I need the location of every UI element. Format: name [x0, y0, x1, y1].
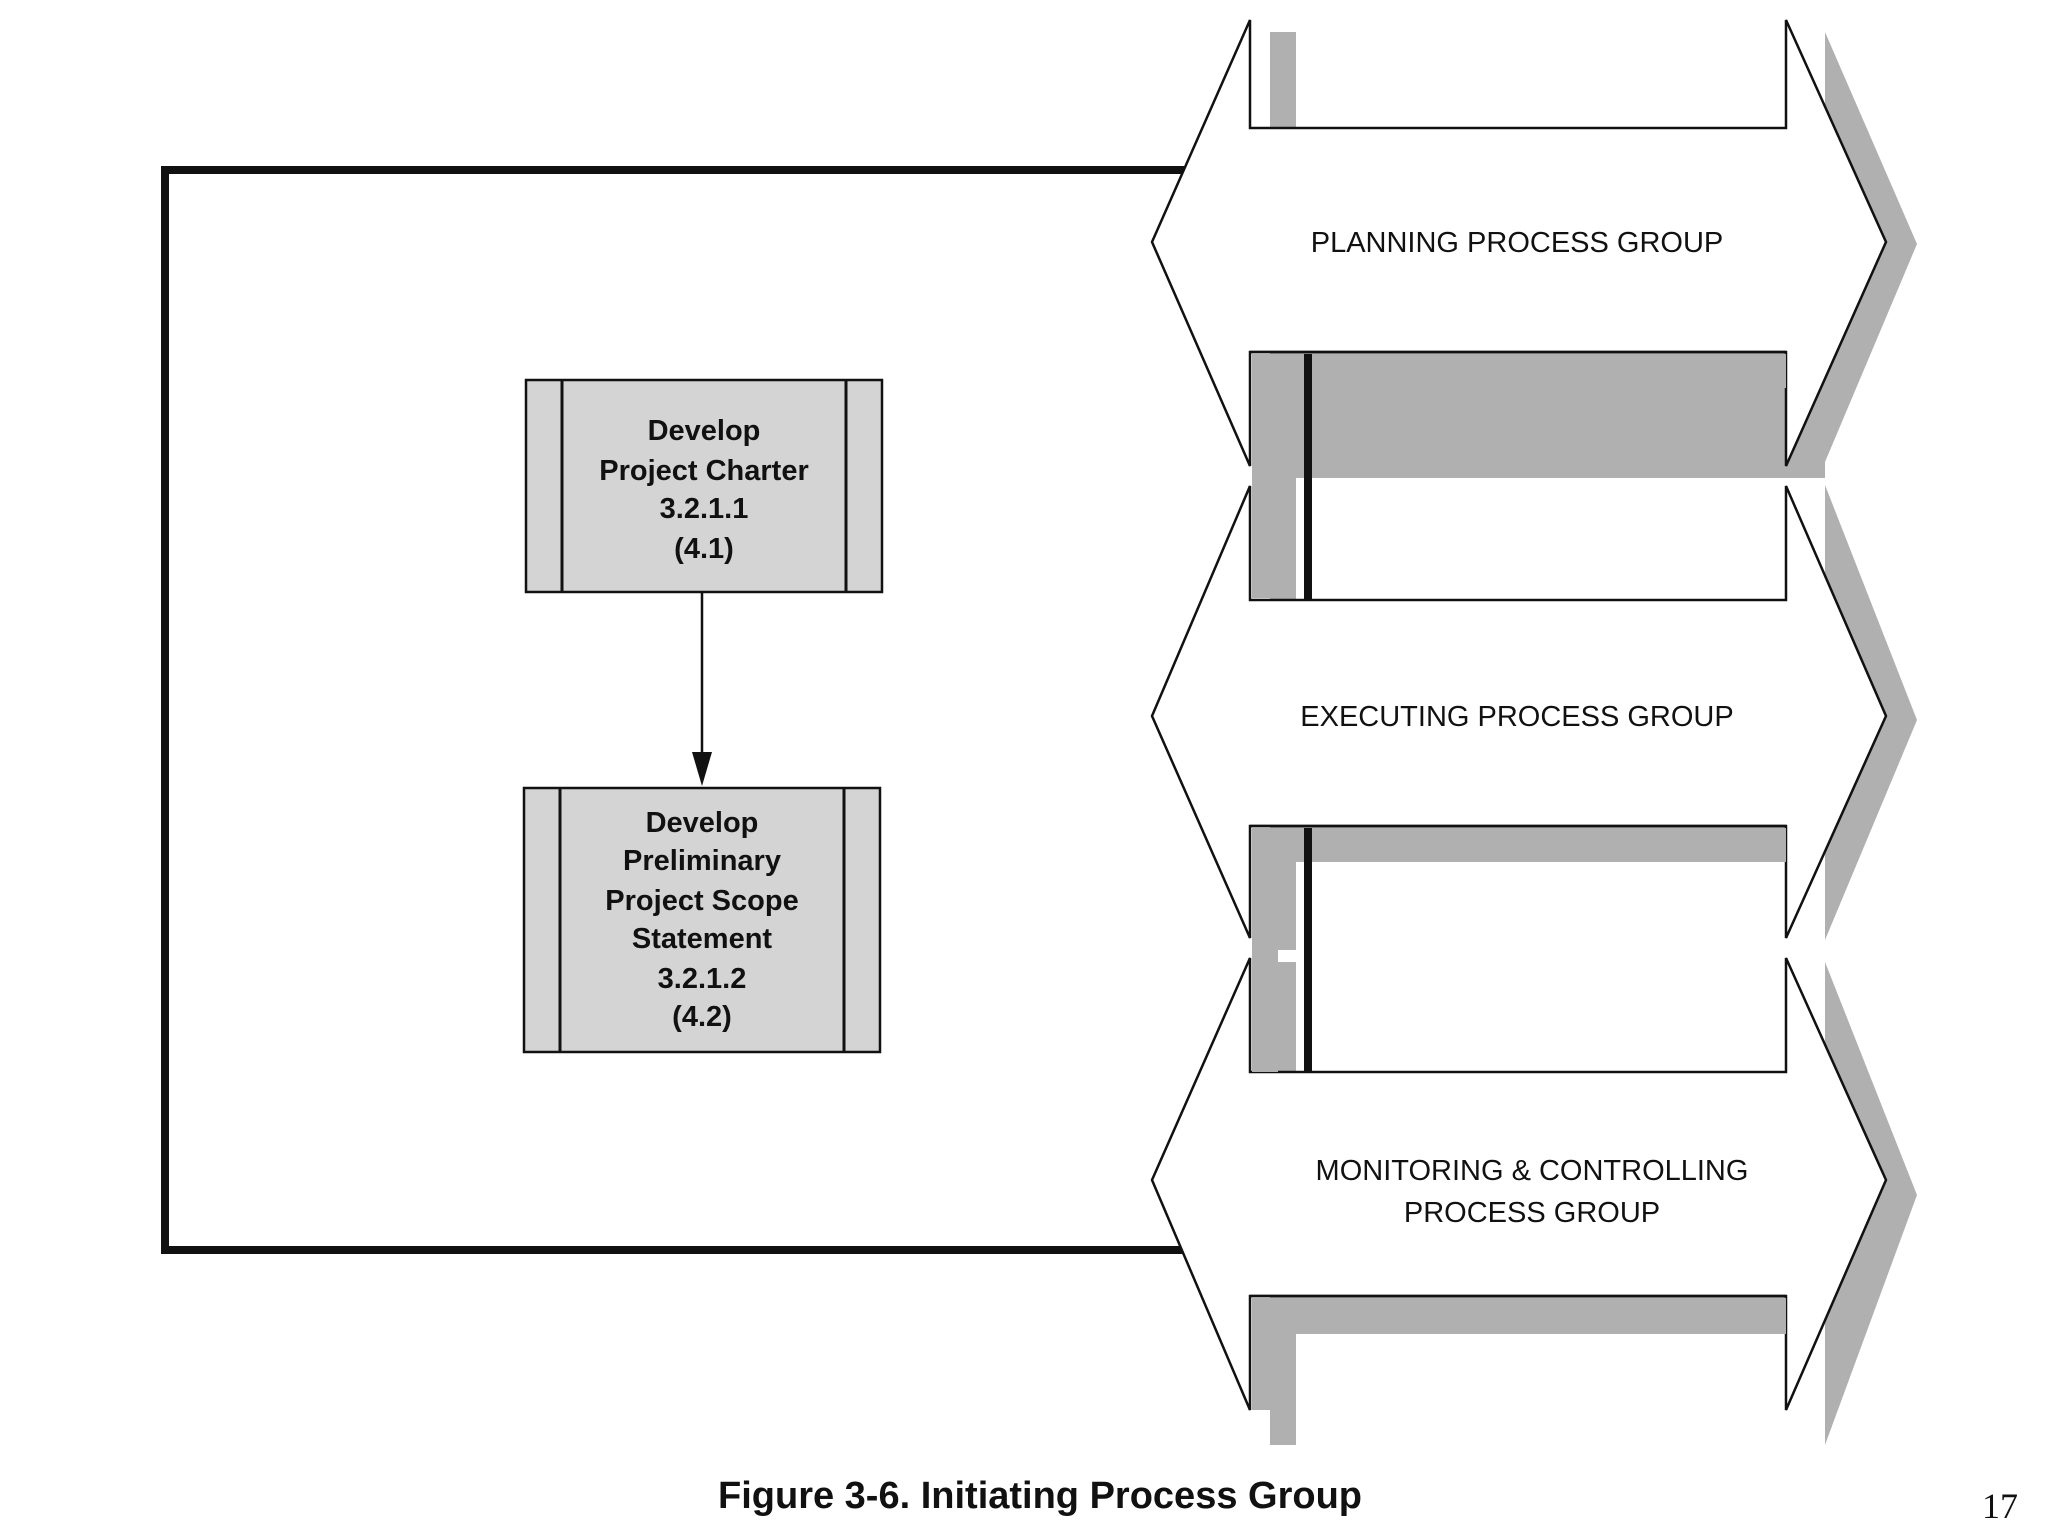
monitoring-group-label-line2: PROCESS GROUP	[1404, 1197, 1660, 1229]
executing-group-label: EXECUTING PROCESS GROUP	[1300, 701, 1733, 733]
process-box-2-line1: Develop	[646, 807, 759, 839]
planning-group-label: PLANNING PROCESS GROUP	[1311, 227, 1724, 259]
connector-arrow	[692, 593, 712, 786]
arrow-gap-details	[1250, 350, 1786, 1410]
process-box-1-line4: (4.1)	[674, 533, 734, 565]
process-box-1-line2: Project Charter	[599, 455, 809, 487]
process-box-2-line3: Project Scope	[605, 885, 798, 917]
process-box-2-line5: 3.2.1.2	[658, 963, 747, 995]
process-box-develop-preliminary-scope: Develop Preliminary Project Scope Statem…	[522, 786, 882, 1054]
process-box-2-line2: Preliminary	[623, 845, 781, 877]
initiating-frame	[161, 166, 1190, 1254]
process-box-2-line6: (4.2)	[672, 1001, 732, 1033]
process-box-1-line3: 3.2.1.1	[660, 493, 749, 525]
process-box-develop-project-charter: Develop Project Charter 3.2.1.1 (4.1)	[524, 378, 884, 594]
monitoring-group-label-line1: MONITORING & CONTROLLING	[1316, 1155, 1749, 1187]
process-group-labels: PLANNING PROCESS GROUP EXECUTING PROCESS…	[1300, 227, 1748, 1229]
process-box-2-line4: Statement	[632, 923, 773, 955]
planning-group-arrow	[1150, 19, 1888, 467]
monitoring-group-arrow	[1150, 957, 1888, 1411]
process-box-1-line1: Develop	[648, 415, 761, 447]
figure-caption: Figure 3-6. Initiating Process Group	[718, 1475, 1362, 1517]
page-number: 17	[1982, 1486, 2018, 1526]
